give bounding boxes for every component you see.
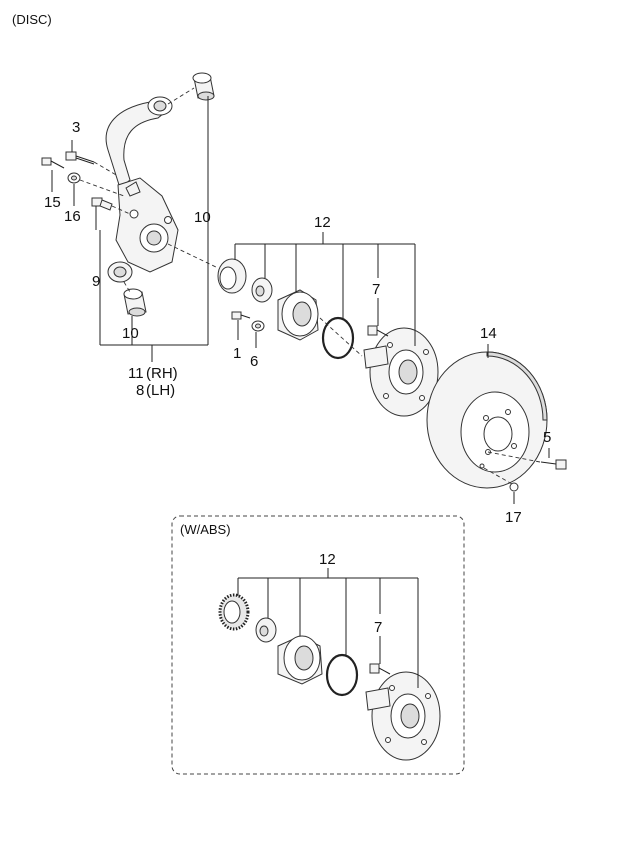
clip-17 bbox=[509, 482, 519, 492]
abs-inset-title: (W/ABS) bbox=[180, 522, 231, 537]
abs-hub-flange bbox=[365, 671, 441, 761]
bushing-lower bbox=[123, 288, 147, 317]
brake-disc bbox=[426, 351, 548, 489]
label-part-7: 7 bbox=[372, 281, 380, 298]
label-part-10-upper: 10 bbox=[194, 209, 211, 226]
bushing-upper bbox=[192, 72, 215, 101]
label-part-3: 3 bbox=[72, 119, 80, 136]
diagram-title: (DISC) bbox=[12, 12, 52, 27]
o-ring bbox=[321, 316, 355, 360]
knuckle-assembly bbox=[105, 96, 179, 283]
label-part-11-side: (RH) bbox=[146, 365, 178, 382]
washer-16 bbox=[67, 172, 81, 184]
hub-nut bbox=[251, 277, 273, 303]
label-part-6: 6 bbox=[250, 353, 258, 370]
abs-o-ring bbox=[325, 653, 359, 697]
dust-cap bbox=[217, 258, 247, 294]
label-part-1: 1 bbox=[233, 345, 241, 362]
label-part-15: 15 bbox=[44, 194, 61, 211]
bolt-15 bbox=[41, 157, 65, 169]
label-part-14: 14 bbox=[480, 325, 497, 342]
abs-inset-frame bbox=[171, 515, 465, 775]
hub-bolt-7 bbox=[367, 325, 389, 337]
label-part-8: 8 bbox=[136, 382, 144, 399]
label-part-17: 17 bbox=[505, 509, 522, 526]
disc-screw-5 bbox=[540, 459, 567, 470]
abs-hub-bolt-7 bbox=[369, 663, 391, 675]
label-part-5: 5 bbox=[543, 429, 551, 446]
bolt-1 bbox=[231, 311, 251, 320]
washer-6 bbox=[251, 320, 265, 332]
label-part-12: 12 bbox=[314, 214, 331, 231]
abs-tone-ring bbox=[218, 593, 250, 631]
label-part-8-side: (LH) bbox=[146, 382, 175, 399]
label-part-10-lower: 10 bbox=[122, 325, 139, 342]
label-part-9: 9 bbox=[92, 273, 100, 290]
stud-9 bbox=[91, 197, 113, 211]
hub-bearing bbox=[277, 289, 319, 341]
label-part-12-abs: 12 bbox=[319, 551, 336, 568]
label-part-7-abs: 7 bbox=[374, 619, 382, 636]
label-part-11: 11 bbox=[128, 365, 144, 382]
abs-hub-bearing bbox=[277, 635, 323, 685]
abs-hub-nut bbox=[255, 617, 277, 643]
label-part-16: 16 bbox=[64, 208, 81, 225]
hub-flange bbox=[363, 327, 439, 417]
bolt-3 bbox=[65, 151, 95, 165]
